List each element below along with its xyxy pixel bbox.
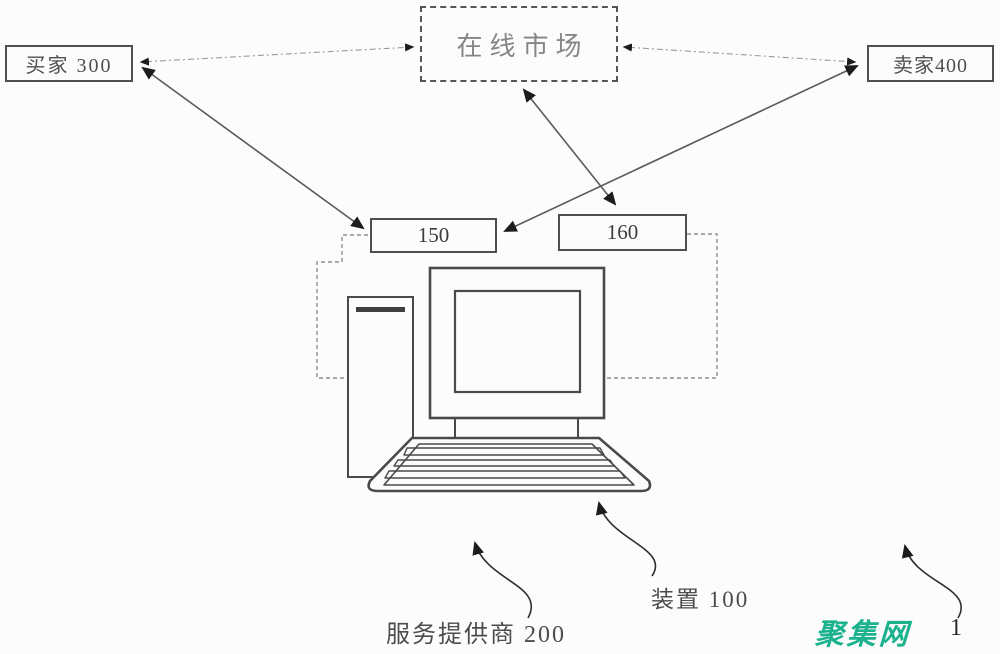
node-module-160: 160 bbox=[558, 214, 687, 251]
link-seller-150 bbox=[503, 65, 859, 232]
computer-keyboard bbox=[367, 436, 652, 493]
link-marketplace-seller bbox=[622, 43, 857, 66]
link-marketplace-160 bbox=[522, 88, 617, 206]
node-seller: 卖家400 bbox=[867, 45, 994, 82]
computer-illustration bbox=[347, 266, 652, 493]
link-buyer-marketplace bbox=[139, 43, 415, 66]
device-caption-arrow bbox=[595, 501, 657, 577]
node-marketplace: 在线市场 bbox=[420, 6, 618, 82]
provider-caption-arrow bbox=[472, 541, 532, 619]
dashed-connector-150 bbox=[316, 234, 368, 379]
device-caption: 装置 100 bbox=[651, 587, 750, 612]
node-module-150: 150 bbox=[370, 218, 497, 253]
link-buyer-150 bbox=[141, 66, 365, 230]
service-provider-caption: 服务提供商 200 bbox=[386, 622, 566, 648]
dashed-connector-160 bbox=[605, 233, 718, 379]
watermark-text: 聚集网 bbox=[814, 619, 912, 651]
computer-screen bbox=[453, 289, 582, 394]
figure-number: 1 bbox=[950, 615, 962, 641]
computer-tower-slot bbox=[356, 307, 405, 312]
node-buyer: 买家 300 bbox=[5, 45, 133, 82]
fignum-caption-arrow bbox=[901, 544, 962, 619]
